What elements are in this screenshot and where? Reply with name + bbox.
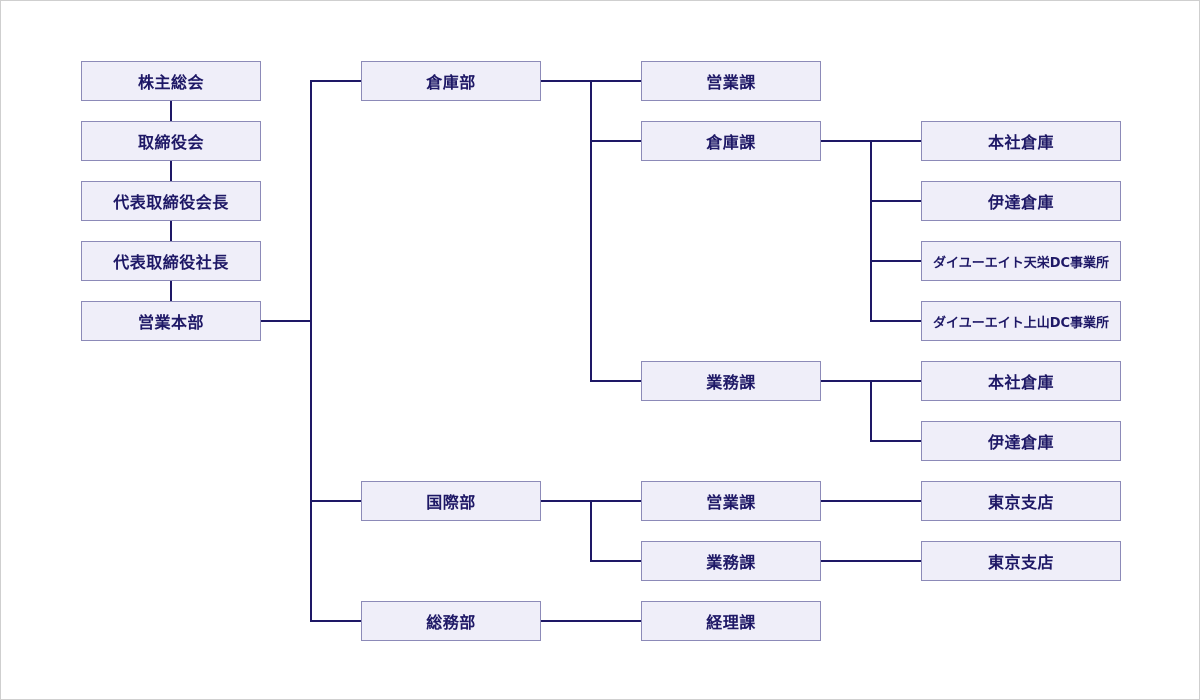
node-daiyu-eight-tenei-dc: ダイユーエイト天栄DC事業所 [921,241,1121,281]
node-intl-business-section: 業務課 [641,541,821,581]
connector-hq-to-depts [259,80,362,622]
connector-intl-dept [539,500,922,562]
node-chairman: 代表取締役会長 [81,181,261,221]
node-general-affairs-department: 総務部 [361,601,541,641]
node-warehouse-section: 倉庫課 [641,121,821,161]
node-sales-headquarters: 営業本部 [81,301,261,341]
node-warehouse-department: 倉庫部 [361,61,541,101]
node-date-warehouse: 伊達倉庫 [921,181,1121,221]
node-business-date-warehouse: 伊達倉庫 [921,421,1121,461]
node-daiyu-eight-kaminoyama-dc: ダイユーエイト上山DC事業所 [921,301,1121,341]
node-intl-sales-tokyo-branch: 東京支店 [921,481,1121,521]
connector-warehouse-dept [539,80,642,382]
node-international-department: 国際部 [361,481,541,521]
node-business-head-office-warehouse: 本社倉庫 [921,361,1121,401]
node-head-office-warehouse: 本社倉庫 [921,121,1121,161]
node-accounting-section: 経理課 [641,601,821,641]
connector-warehouse-section [819,140,922,322]
node-intl-business-tokyo-branch: 東京支店 [921,541,1121,581]
node-shareholders-meeting: 株主総会 [81,61,261,101]
node-intl-sales-section: 営業課 [641,481,821,521]
node-warehouse-sales-section: 営業課 [641,61,821,101]
node-warehouse-business-section: 業務課 [641,361,821,401]
connector-business-section [819,380,922,442]
node-president: 代表取締役社長 [81,241,261,281]
node-board-of-directors: 取締役会 [81,121,261,161]
